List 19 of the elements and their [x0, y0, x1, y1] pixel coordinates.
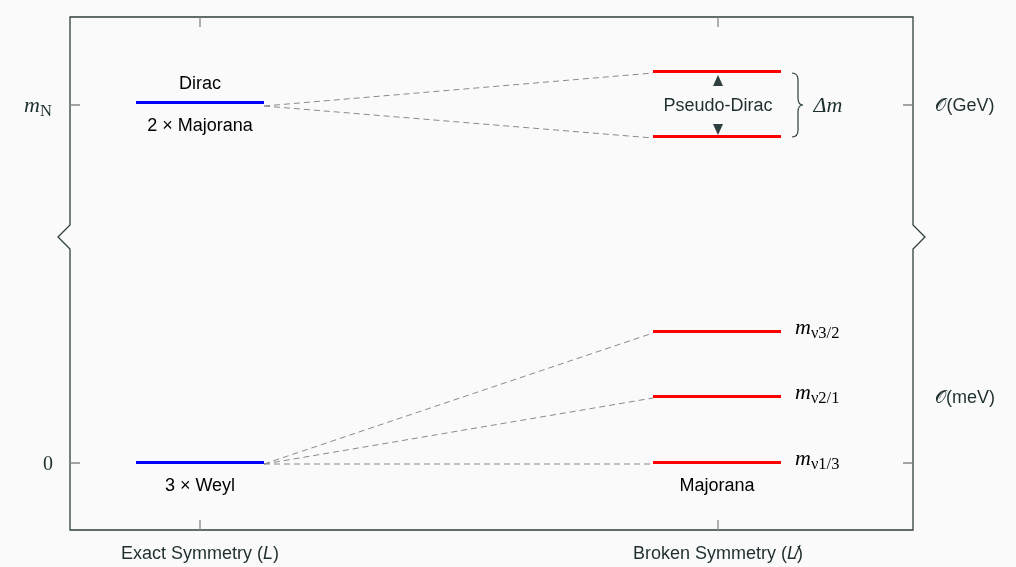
axis-title: Exact Symmetry (L) [121, 544, 279, 562]
level-label: 2 × Majorana [147, 114, 253, 137]
energy-level-bar [653, 135, 781, 138]
level-label: Pseudo-Dirac [663, 96, 773, 114]
mass-label: m$_{ν1/3}$ [795, 447, 840, 469]
mass-label: m$_{ν2/1}$ [795, 381, 840, 403]
level-label: Majorana [679, 474, 755, 497]
axis-label: 0 [43, 453, 53, 473]
axis-title: Broken Symmetry (L̸) [633, 544, 803, 562]
splitting-label: Δm [813, 94, 843, 116]
scale-label: 𝒪(meV) [935, 388, 995, 406]
scale-label: 𝒪(GeV) [935, 96, 995, 114]
mass-label: m$_{ν3/2}$ [795, 316, 840, 338]
dashed-connector [263, 332, 654, 465]
energy-level [136, 461, 264, 497]
energy-level-bar [653, 70, 781, 73]
level-label: 3 × Weyl [164, 474, 236, 497]
level-label: Dirac [179, 72, 221, 95]
axis-label: m$_{N}$ [24, 94, 52, 116]
